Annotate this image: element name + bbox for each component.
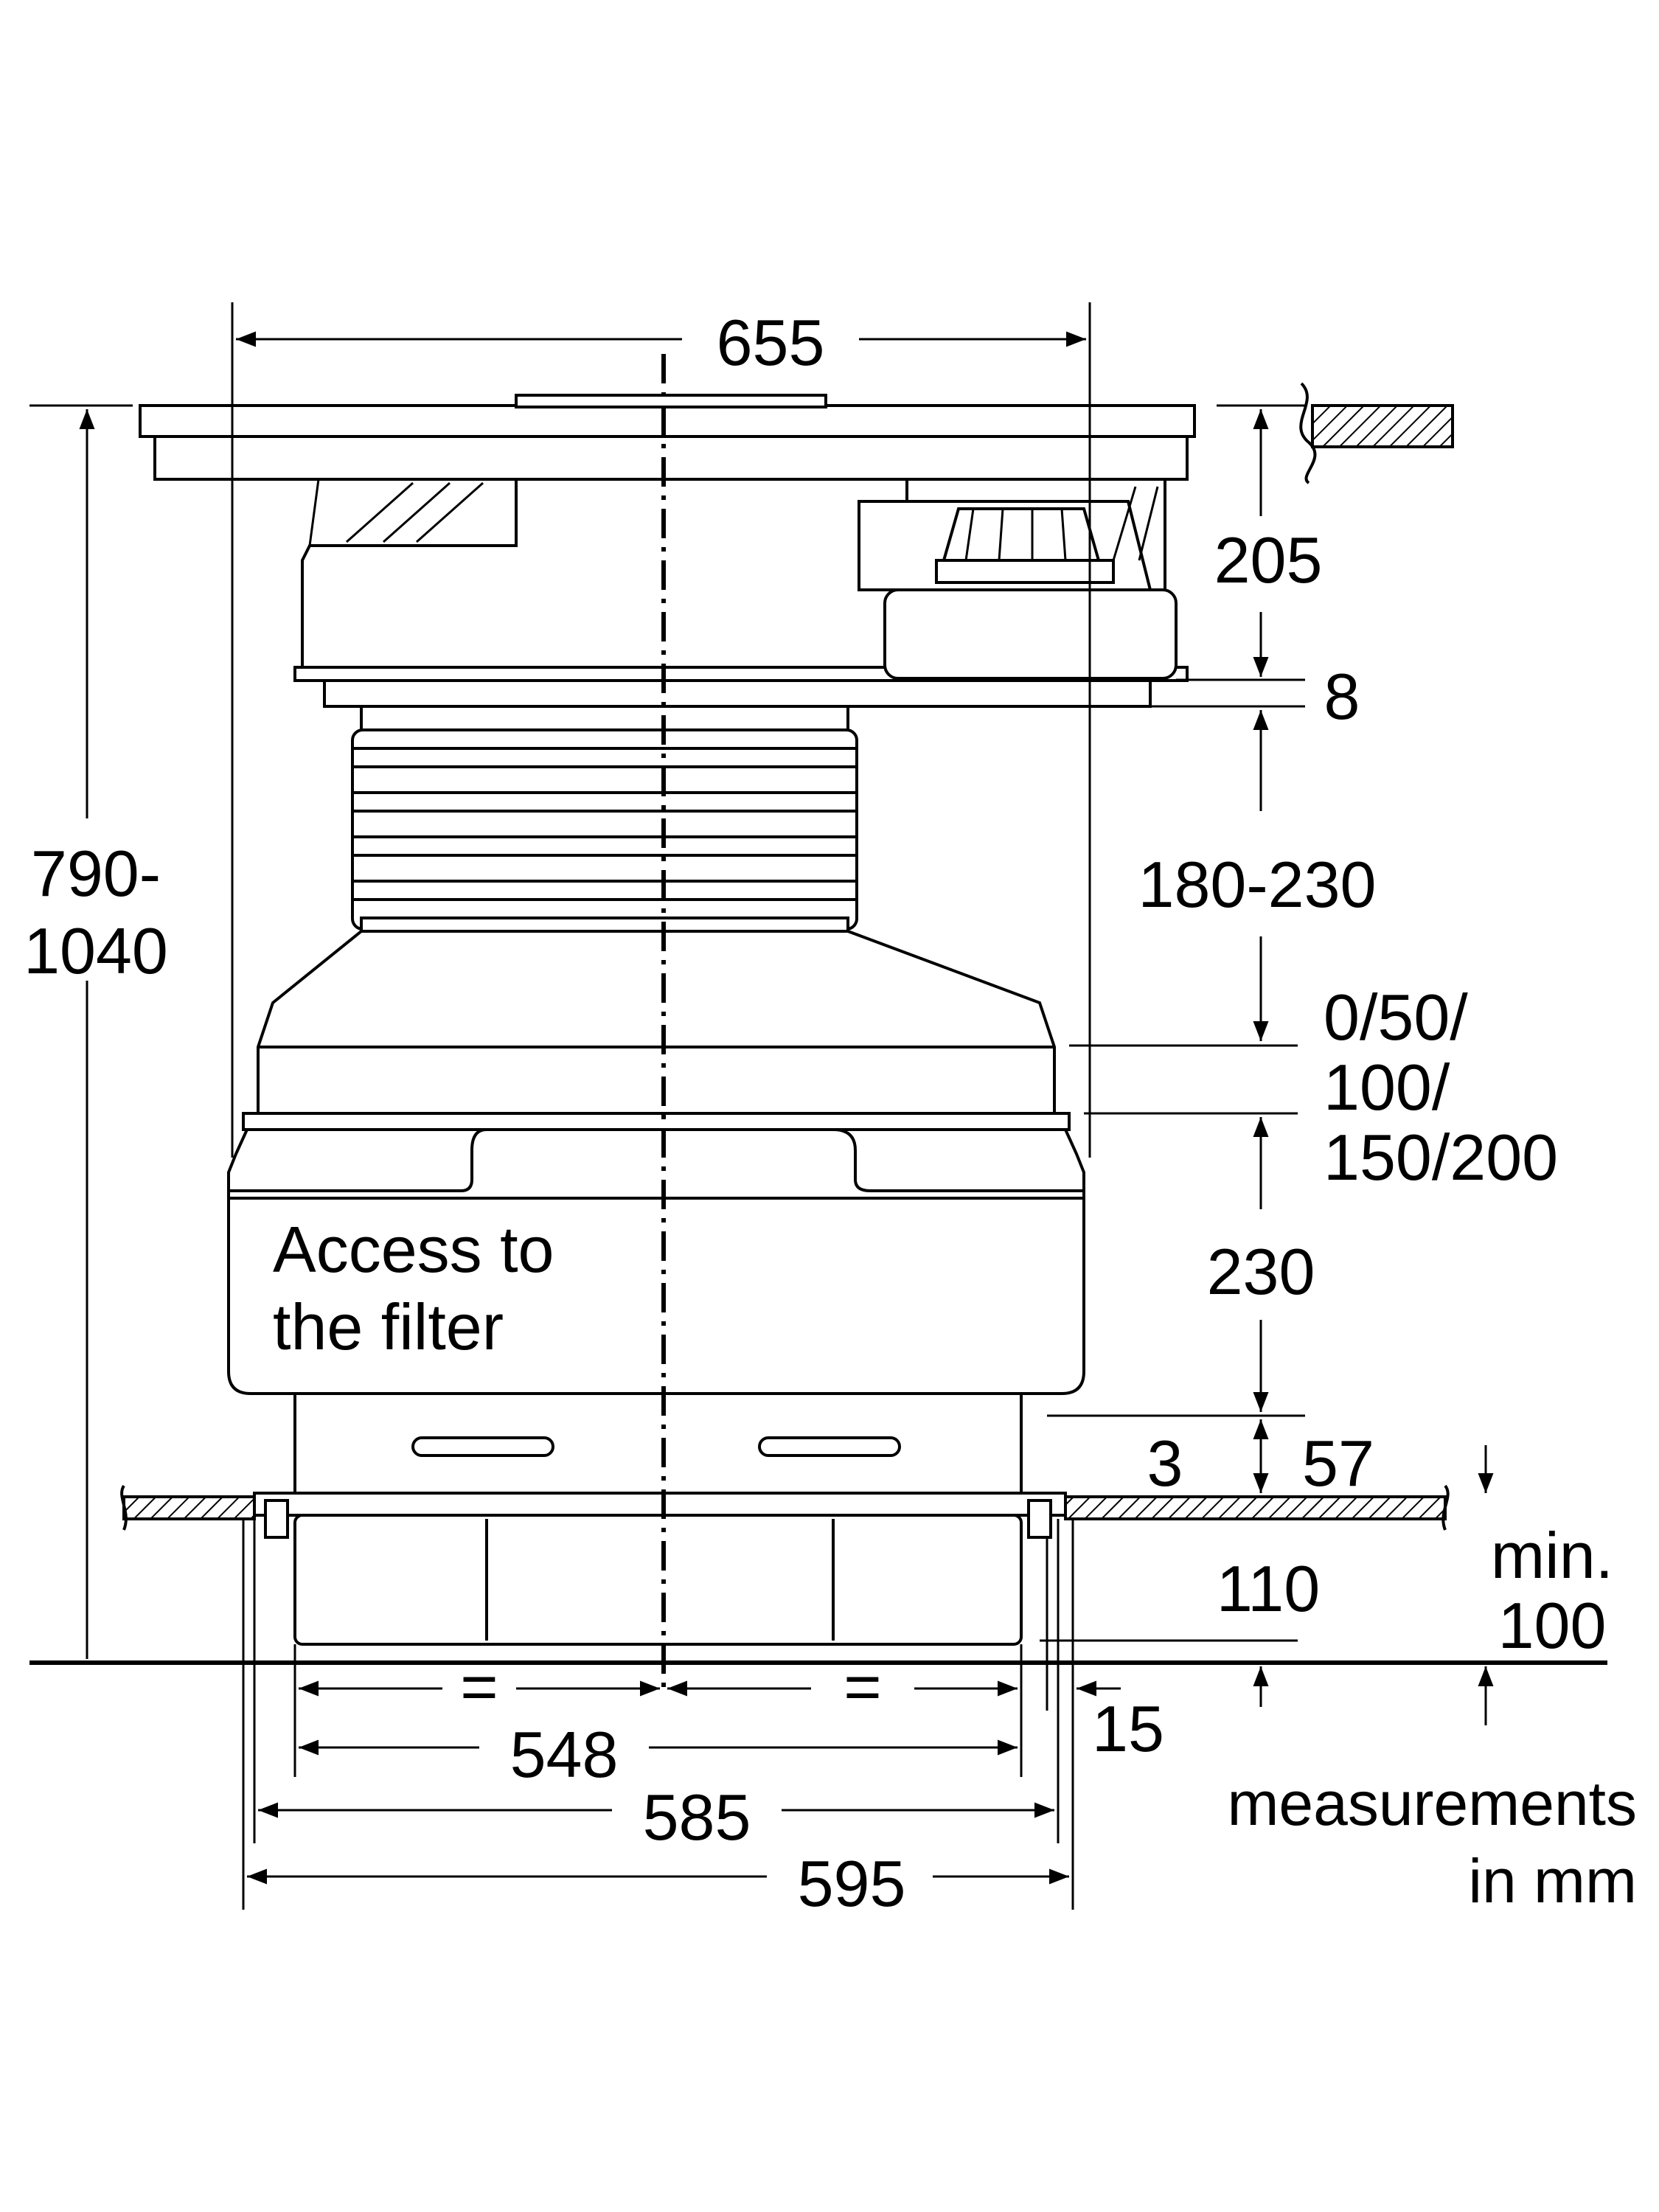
dim-right-vertical [848,404,1305,1707]
dim-bottom-horizontal [242,1519,1121,1910]
dim-total-height [29,404,133,1659]
label-equal-right: = [844,1650,881,1723]
label-180-230: 180-230 [1138,848,1377,921]
label-min-line2: 100 [1498,1589,1607,1662]
label-655: 655 [717,306,825,379]
label-57: 57 [1302,1427,1374,1500]
label-050-line2: 100/ [1324,1051,1450,1124]
label-3: 3 [1147,1427,1183,1500]
label-8: 8 [1324,660,1360,733]
label-050-line3: 150/200 [1324,1121,1558,1194]
label-548: 548 [510,1718,619,1791]
fan-motor [858,486,1178,680]
label-min-line1: min. [1491,1519,1613,1592]
transition-shroud [242,930,1071,1131]
label-units-line1: measurements [1227,1769,1637,1838]
label-total-line1: 790- [31,837,161,910]
label-595: 595 [798,1847,906,1920]
label-equal-left: = [460,1650,498,1723]
label-585: 585 [643,1781,751,1854]
base-unit [253,1392,1067,1646]
telescopic-bellows [351,705,858,933]
shelf-right [1064,1484,1450,1531]
shelf-left [120,1484,256,1531]
label-205: 205 [1214,524,1323,597]
label-050-line1: 0/50/ [1324,981,1468,1054]
worktop-right [1299,382,1454,484]
label-units-line2: in mm [1468,1846,1637,1916]
label-110: 110 [1217,1552,1320,1625]
filter-unit [227,1128,1085,1395]
label-230: 230 [1207,1235,1315,1308]
cooktop [139,394,1196,481]
dim-655 [231,302,1091,1158]
label-filter-line2: the filter [273,1290,504,1363]
label-15: 15 [1092,1692,1164,1765]
label-total-line2: 1040 [24,914,168,987]
label-filter-line1: Access to [273,1213,554,1286]
